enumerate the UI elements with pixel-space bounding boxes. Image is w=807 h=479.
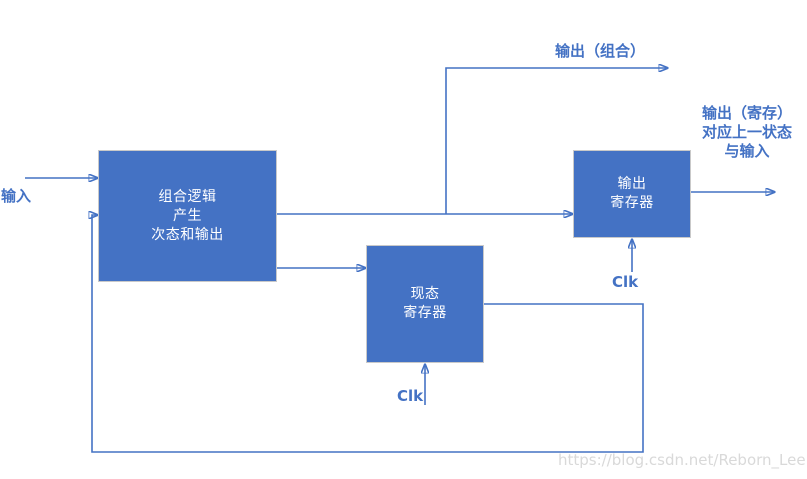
box-text-line: 寄存器	[610, 195, 654, 211]
box-text-line: 次态和输出	[151, 226, 224, 243]
box-text-line: 组合逻辑	[158, 188, 217, 205]
combinational-output-arrow	[445, 68, 668, 214]
clk-output-label: Clk	[612, 273, 639, 291]
output-registered-label: 输出（寄存） 对应上一状态 与输入	[690, 104, 804, 161]
output-registered-label-line: 对应上一状态	[701, 123, 792, 141]
box-text-line: 输出	[617, 176, 647, 192]
output-combinational-label: 输出（组合）	[554, 42, 645, 60]
box-text-line: 寄存器	[403, 305, 447, 321]
state-register-box: 现态 寄存器	[366, 245, 484, 363]
box-text-line: 产生	[173, 207, 202, 224]
clk-state-label: Clk	[397, 387, 424, 405]
combinational-logic-box: 组合逻辑 产生 次态和输出	[98, 150, 277, 282]
output-registered-label-line: 输出（寄存）	[701, 104, 792, 122]
output-register-box: 输出 寄存器	[573, 150, 691, 238]
state-feedback-arrow	[92, 215, 644, 453]
watermark-text: https://blog.csdn.net/Reborn_Lee	[558, 451, 806, 469]
box-text-line: 现态	[410, 286, 440, 302]
input-label: 输入	[1, 187, 32, 205]
output-registered-label-line: 与输入	[724, 142, 770, 160]
